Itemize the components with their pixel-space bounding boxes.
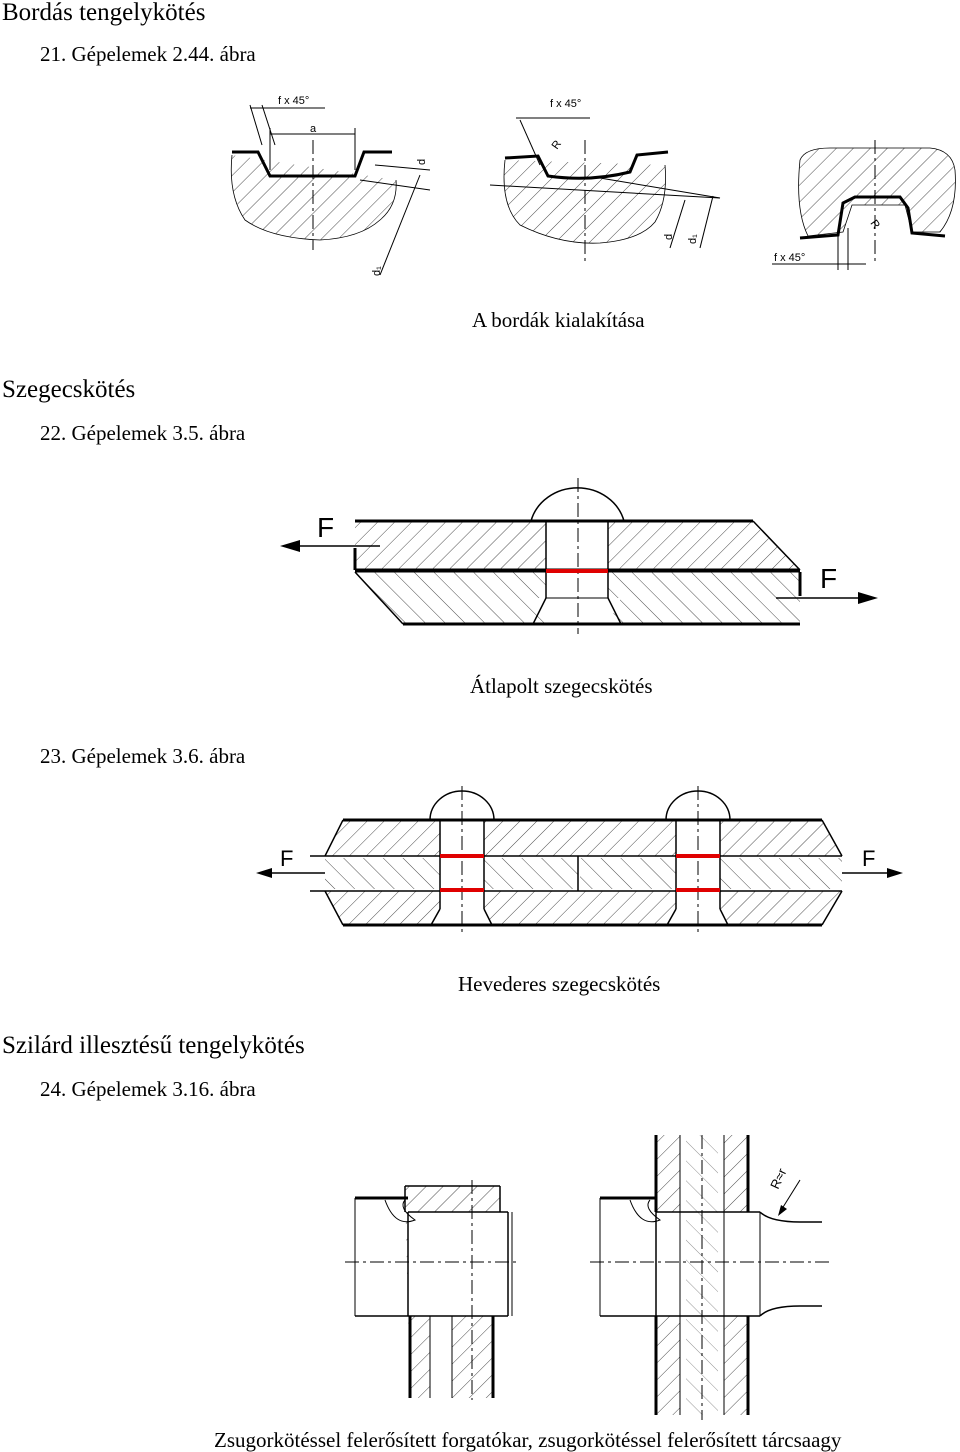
- label-d-1: d: [416, 159, 428, 165]
- spline-profile-1: a f x 45° d d₁: [230, 95, 431, 276]
- section-title-szilard: Szilárd illesztésű tengelykötés: [2, 1032, 305, 1059]
- figure-23-butt-strap-drawing: F F: [256, 786, 903, 932]
- label-d1-1: d₁: [371, 266, 383, 276]
- figure-24-shrink-fit-drawing: R≈r: [345, 1135, 830, 1420]
- section-title-bordas: Bordás tengelykötés: [2, 0, 206, 26]
- spline-profile-3: R f x 45°: [772, 140, 956, 270]
- figure-22-lap-joint-drawing: F F: [280, 478, 878, 634]
- label-d-2: d: [663, 234, 675, 240]
- label-chamfer-1: f x 45°: [278, 95, 309, 107]
- force-label-left: F: [317, 512, 334, 543]
- figure-caption-21: A bordák kialakítása: [472, 308, 645, 332]
- figure-21-spline-drawing: a f x 45° d d₁ f x 45° R d d₁ R f x 45°: [230, 95, 956, 276]
- figure-ref-22: 22. Gépelemek 3.5. ábra: [40, 421, 246, 445]
- section-title-szegecs: Szegecskötés: [2, 376, 136, 403]
- figure-ref-23: 23. Gépelemek 3.6. ábra: [40, 744, 246, 768]
- shrink-fit-disc-hub: R≈r: [590, 1135, 830, 1420]
- spline-profile-2: f x 45° R d d₁: [489, 98, 721, 262]
- force-label-right: F: [820, 563, 837, 594]
- figure-caption-23: Hevederes szegecskötés: [458, 972, 661, 996]
- shrink-fit-lever: [345, 1180, 520, 1400]
- figure-ref-21: 21. Gépelemek 2.44. ábra: [40, 42, 256, 66]
- label-a: a: [310, 123, 317, 135]
- label-d1-2: d₁: [687, 234, 699, 244]
- label-chamfer-2: f x 45°: [550, 98, 581, 110]
- label-radius: R≈r: [767, 1165, 790, 1191]
- label-chamfer-3: f x 45°: [774, 252, 805, 264]
- figure-caption-24: Zsugorkötéssel felerősített forgatókar, …: [214, 1428, 842, 1452]
- label-R-2: R: [550, 138, 564, 151]
- force-label-left-23: F: [280, 846, 293, 871]
- label-R-3: R: [868, 218, 882, 231]
- figure-caption-22: Átlapolt szegecskötés: [470, 674, 653, 698]
- figure-ref-24: 24. Gépelemek 3.16. ábra: [40, 1077, 256, 1101]
- force-label-right-23: F: [862, 846, 875, 871]
